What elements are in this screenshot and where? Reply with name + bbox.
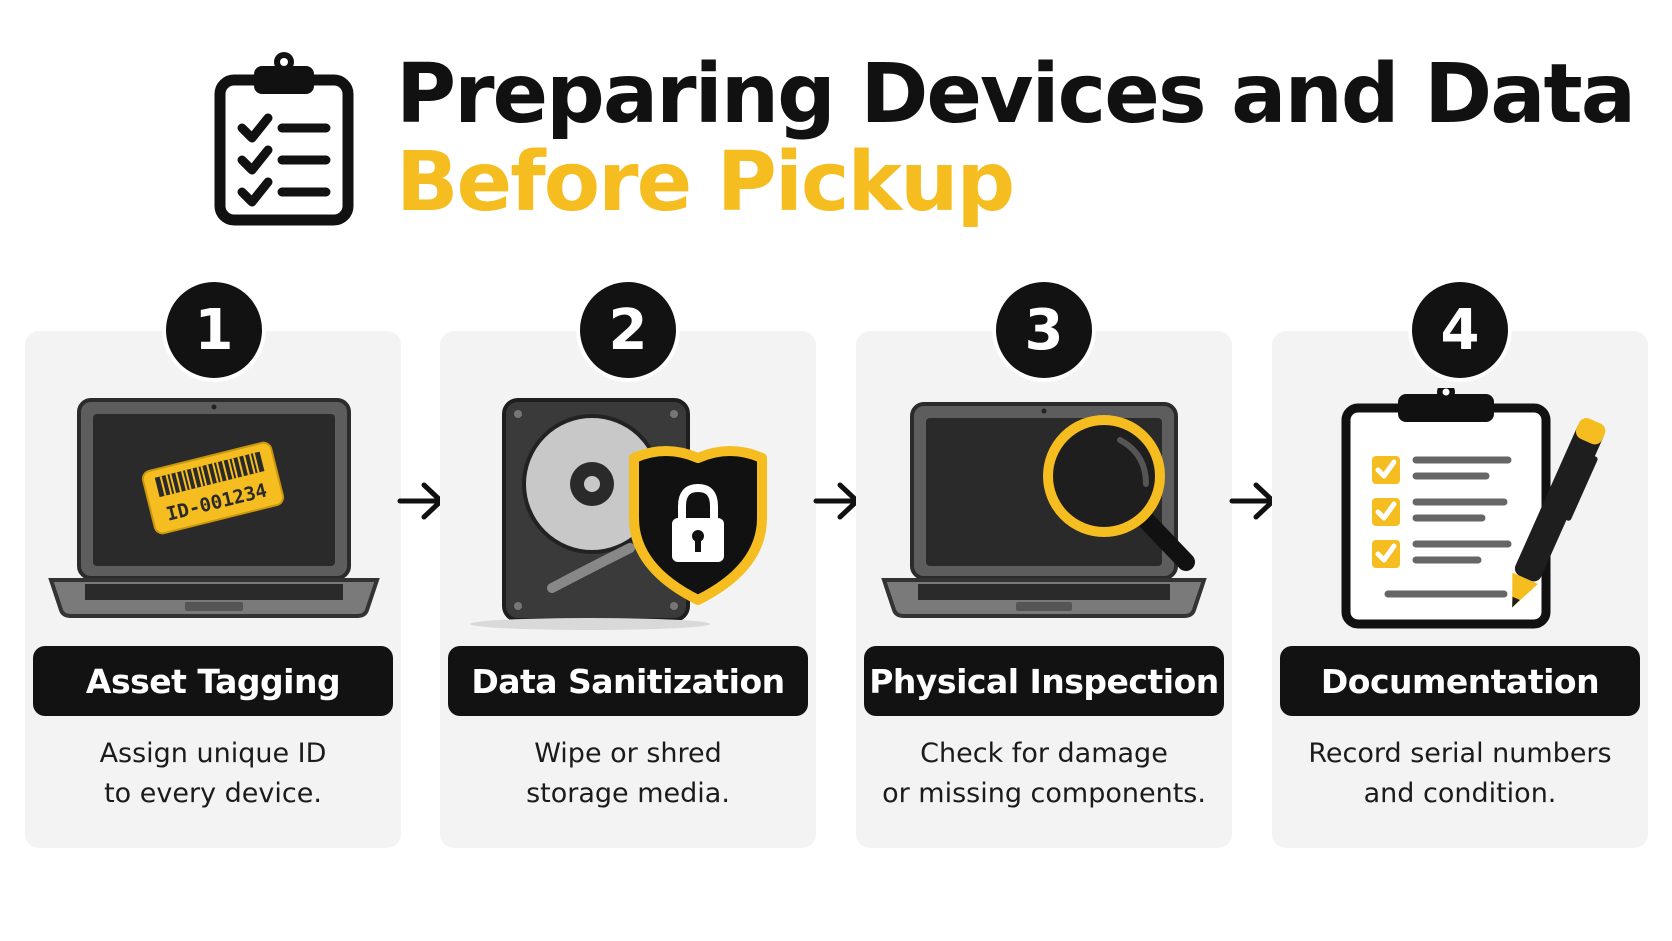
step-label-physical-inspection: Physical Inspection [864,646,1224,716]
step-description-line: and condition. [1363,778,1557,809]
step-number-badge: 3 [992,278,1096,382]
step-description-line: Record serial numbers [1308,738,1612,769]
step-label-documentation: Documentation [1280,646,1640,716]
step-description: Record serial numbers and condition. [1272,734,1648,814]
step-description-line: storage media. [526,778,730,809]
step-description-line: Wipe or shred [534,738,722,769]
clipboard-pen-checklist-icon [1341,388,1606,629]
page-title-line-2: Before Pickup [396,135,1015,230]
step-label-data-sanitization: Data Sanitization [448,646,808,716]
step-description-line: or missing components. [882,778,1206,809]
hard-drive-shield-lock-icon [470,398,767,630]
laptop-barcode-tag-icon: ID-001234 [48,398,380,618]
step-description-line: to every device. [104,778,322,809]
step-label-asset-tagging: Asset Tagging [33,646,393,716]
step-number-badge: 1 [162,278,266,382]
step-number-badge: 4 [1408,278,1512,382]
step-description-line: Check for damage [920,738,1168,769]
page-title-line-1: Preparing Devices and Data [396,47,1636,142]
laptop-magnifier-icon [881,402,1207,618]
step-description: Assign unique ID to every device. [25,734,401,814]
step-description-line: Assign unique ID [99,738,327,769]
clipboard-checklist-icon [214,52,354,226]
step-description: Check for damage or missing components. [856,734,1232,814]
step-description: Wipe or shred storage media. [440,734,816,814]
step-number-badge: 2 [576,278,680,382]
